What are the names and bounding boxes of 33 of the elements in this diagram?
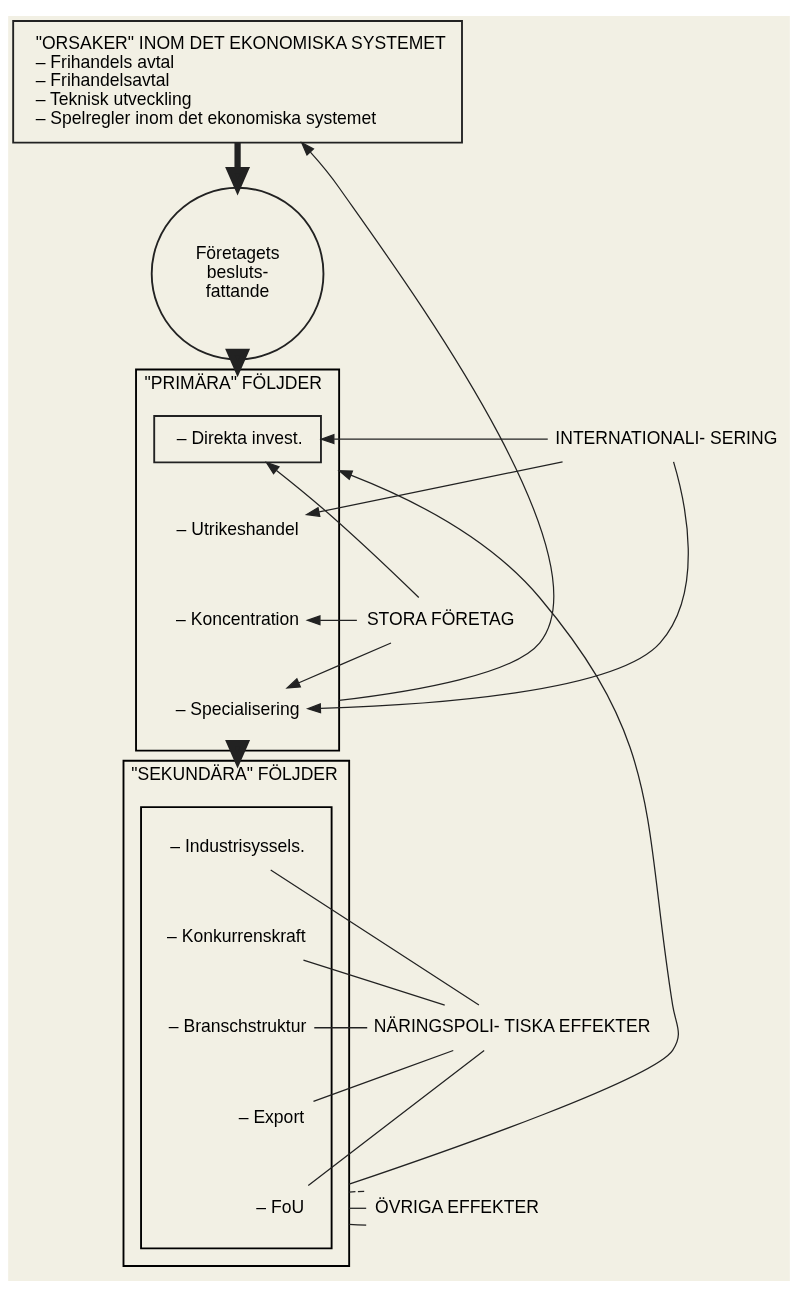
- connector: [312, 1049, 454, 1102]
- connector: [270, 868, 480, 1006]
- node-text: – Koncentration: [176, 608, 300, 629]
- arrow: [300, 140, 554, 701]
- node-text: – Konkurrenskraft: [167, 925, 306, 946]
- arrow: [225, 348, 251, 377]
- node-box: – Direkta invest.: [153, 414, 322, 463]
- node-text: – Industrisyssels.: [170, 835, 305, 856]
- connector: [313, 1026, 368, 1028]
- node-text: – Specialisering: [175, 698, 300, 719]
- arrow: [337, 469, 679, 1185]
- node-text: STORA FÖRETAG: [366, 608, 515, 629]
- connector: [302, 958, 446, 1006]
- node-text: INTERNATIONALI- SERING: [555, 427, 778, 448]
- node-text: – Export: [238, 1106, 305, 1127]
- arrow: [304, 460, 564, 517]
- node-text: ÖVRIGA EFFEKTER: [375, 1196, 539, 1217]
- node-text: – Branschstruktur: [168, 1015, 307, 1036]
- node-text: – FoU: [256, 1196, 305, 1217]
- connector: [348, 1223, 367, 1226]
- arrow: [306, 460, 689, 714]
- arrow: [305, 614, 358, 626]
- node-text: – Utrikeshandel: [176, 518, 299, 539]
- connector: [307, 1049, 485, 1186]
- arrow: [264, 460, 420, 598]
- arrow: [225, 739, 251, 769]
- arrow: [285, 641, 392, 689]
- node-box: "ORSAKER" INOM DET EKONOMISKA SYSTEMET – Frihandels avtal – Frihandelsavtal – Teknisk utveckling – Spelregler inom det ekonomiska systemet: [12, 19, 463, 144]
- arrow: [319, 433, 549, 444]
- connector: [348, 1190, 367, 1193]
- cluster: [140, 805, 333, 1249]
- node-text: NÄRINGSPOLI- TISKA EFFEKTER: [373, 1015, 651, 1036]
- arrow: [225, 142, 251, 195]
